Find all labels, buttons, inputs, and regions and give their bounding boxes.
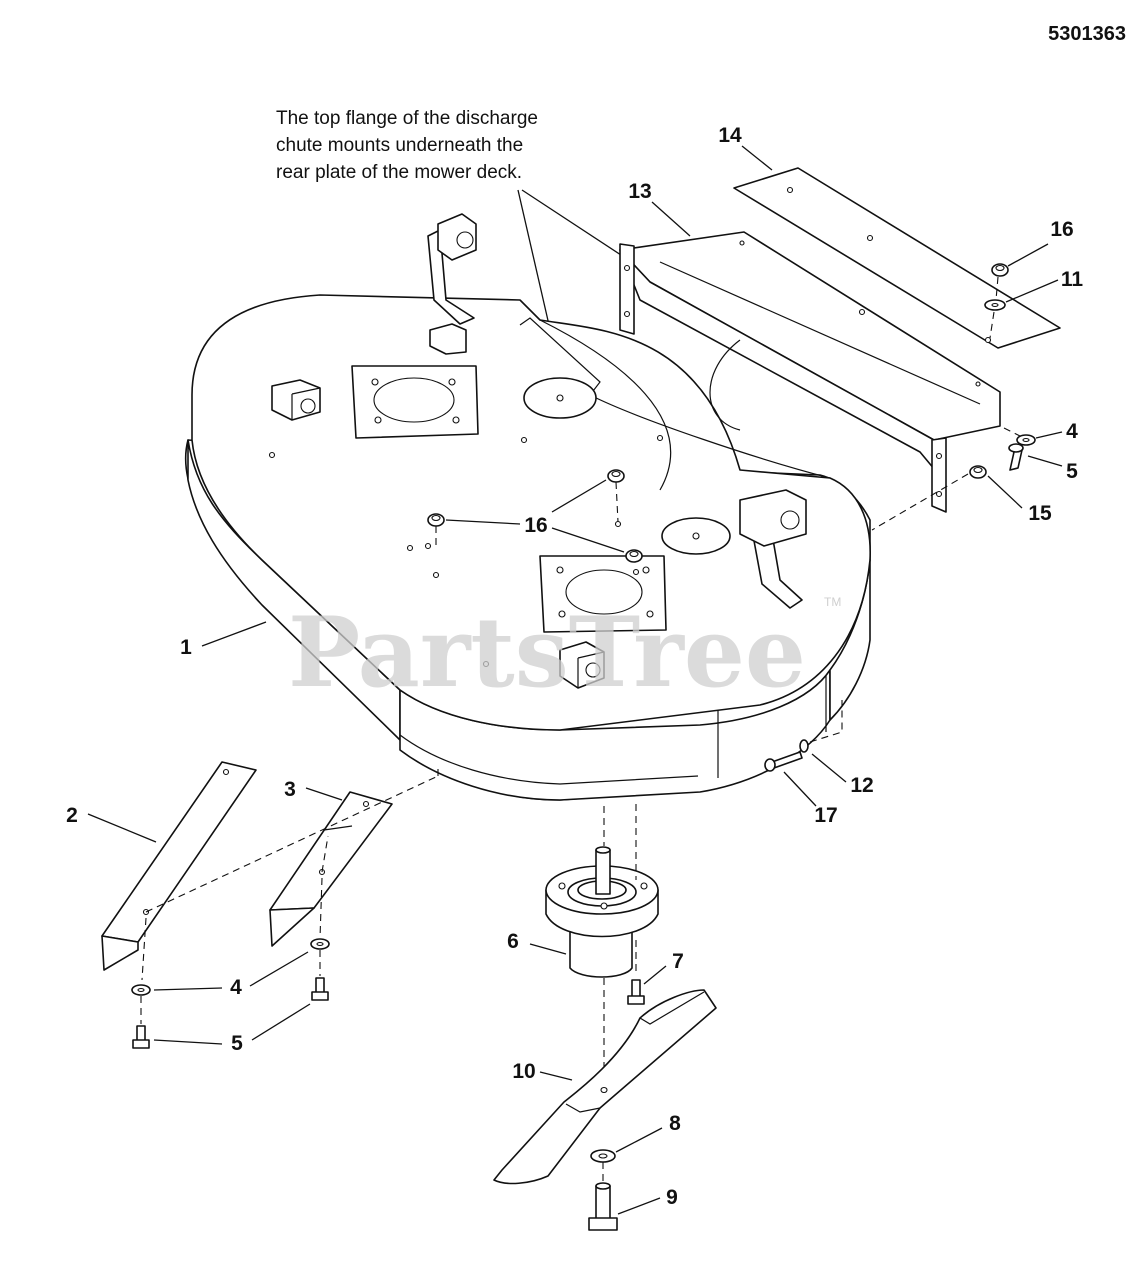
mower-deck[interactable] xyxy=(184,213,871,801)
callout-11[interactable]: 11 xyxy=(1061,268,1084,291)
nut-16-rear xyxy=(991,263,1009,277)
rear-plate[interactable] xyxy=(733,167,1061,349)
callout-2[interactable]: 2 xyxy=(66,804,78,827)
leader-16-c xyxy=(551,527,625,553)
deck-nut-1 xyxy=(427,513,445,527)
leader-5-left-a xyxy=(153,1039,223,1045)
deck-nut-3 xyxy=(625,549,643,563)
leader-1 xyxy=(201,621,267,647)
diagram-number: 5301363 xyxy=(1048,23,1126,45)
leader-15 xyxy=(987,475,1023,509)
leader-13 xyxy=(651,201,691,237)
baffle-2[interactable] xyxy=(101,761,257,971)
callout-7[interactable]: 7 xyxy=(672,950,684,973)
leader-9 xyxy=(617,1197,661,1215)
leader-8 xyxy=(615,1127,663,1153)
callout-1[interactable]: 1 xyxy=(180,636,192,659)
callout-4-left[interactable]: 4 xyxy=(230,976,242,999)
callout-8[interactable]: 8 xyxy=(669,1112,681,1135)
bolt-5-left-a xyxy=(132,1025,150,1049)
leader-5-left-b xyxy=(251,1003,311,1041)
callout-16-deck[interactable]: 16 xyxy=(524,514,547,537)
callout-13[interactable]: 13 xyxy=(628,180,651,203)
callout-16-rear[interactable]: 16 xyxy=(1050,218,1073,241)
deck-nut-2 xyxy=(607,469,625,483)
leader-11 xyxy=(1005,279,1059,303)
bolt-9 xyxy=(588,1182,618,1231)
callout-5-left[interactable]: 5 xyxy=(231,1032,243,1055)
callout-17[interactable]: 17 xyxy=(814,804,837,827)
bolt-17 xyxy=(764,751,803,772)
leader-2 xyxy=(87,813,157,843)
leader-17 xyxy=(783,771,817,807)
leader-6 xyxy=(529,943,567,955)
washer-11 xyxy=(984,299,1006,311)
bolt-7 xyxy=(627,979,645,1005)
leader-16-a xyxy=(445,519,521,525)
leader-5-right xyxy=(1027,455,1063,467)
watermark-trademark: TM xyxy=(824,595,841,609)
bolt-5-right xyxy=(1008,443,1024,471)
leader-7 xyxy=(643,965,667,985)
callout-4-right[interactable]: 4 xyxy=(1066,420,1078,443)
leader-4-left-a xyxy=(153,987,223,991)
callout-9[interactable]: 9 xyxy=(666,1186,678,1209)
baffle-3[interactable] xyxy=(269,791,393,947)
discharge-chute[interactable] xyxy=(619,231,1001,513)
bolt-5-left-b xyxy=(311,977,329,1001)
note-leader-1 xyxy=(517,189,553,339)
callout-10[interactable]: 10 xyxy=(512,1060,535,1083)
blade[interactable] xyxy=(493,989,717,1185)
leader-10 xyxy=(539,1071,573,1081)
spindle[interactable] xyxy=(545,846,659,978)
leader-16-rear xyxy=(1007,243,1049,267)
nut-15 xyxy=(969,465,987,479)
leader-12 xyxy=(811,753,847,783)
callout-12[interactable]: 12 xyxy=(850,774,873,797)
leader-4-left-b xyxy=(249,951,309,987)
callout-6[interactable]: 6 xyxy=(507,930,519,953)
leader-3 xyxy=(305,787,343,801)
washer-4-left-b xyxy=(310,938,330,950)
washer-4-left-a xyxy=(131,984,151,996)
callout-14[interactable]: 14 xyxy=(718,124,742,147)
note-line-1: The top flange of the discharge xyxy=(276,108,538,129)
note-line-2: chute mounts underneath the xyxy=(276,135,523,156)
leader-4-right xyxy=(1035,431,1063,439)
callout-3[interactable]: 3 xyxy=(284,778,296,801)
washer-12 xyxy=(799,739,809,753)
leader-16-b xyxy=(551,479,607,513)
note-line-3: rear plate of the mower deck. xyxy=(276,162,522,183)
washer-4-right xyxy=(1016,434,1036,446)
callout-15[interactable]: 15 xyxy=(1028,502,1052,525)
leader-14 xyxy=(741,145,773,171)
callout-5-right[interactable]: 5 xyxy=(1066,460,1078,483)
watermark: PartsTree xyxy=(288,596,806,709)
washer-8 xyxy=(590,1149,616,1163)
